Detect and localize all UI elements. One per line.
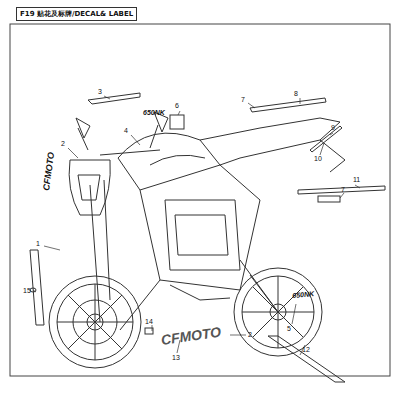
callout-number: 7 <box>241 96 245 103</box>
callout-number: 5 <box>287 325 291 332</box>
motorcycle <box>49 112 345 368</box>
callout-number: 14 <box>145 318 153 325</box>
page-title: F19 贴花及标牌/DECAL& LABEL <box>16 7 137 21</box>
callout-number: 6 <box>175 102 179 109</box>
callout-number: 10 <box>314 155 322 162</box>
decal-text: CFMOTO <box>160 325 222 347</box>
callout-number: 3 <box>98 88 102 95</box>
decal-text: 650NK <box>143 109 165 116</box>
callout-number: 11 <box>353 176 360 183</box>
callout-number: 7 <box>341 186 345 193</box>
callout-number: 8 <box>294 90 298 97</box>
callout-number: 2 <box>61 140 65 147</box>
callout-number: 13 <box>172 354 180 361</box>
decal-outlines <box>30 93 385 382</box>
decal-text: CFMOTO <box>42 152 56 192</box>
callout-number: 1 <box>36 240 40 247</box>
callout-number: 2 <box>248 331 252 338</box>
callout-number: 12 <box>302 346 310 353</box>
callout-number: 4 <box>124 127 128 134</box>
callout-number: 15 <box>23 287 31 294</box>
callout-number: 9 <box>331 124 335 131</box>
leader-lines <box>33 96 360 355</box>
frame-border <box>10 24 390 376</box>
